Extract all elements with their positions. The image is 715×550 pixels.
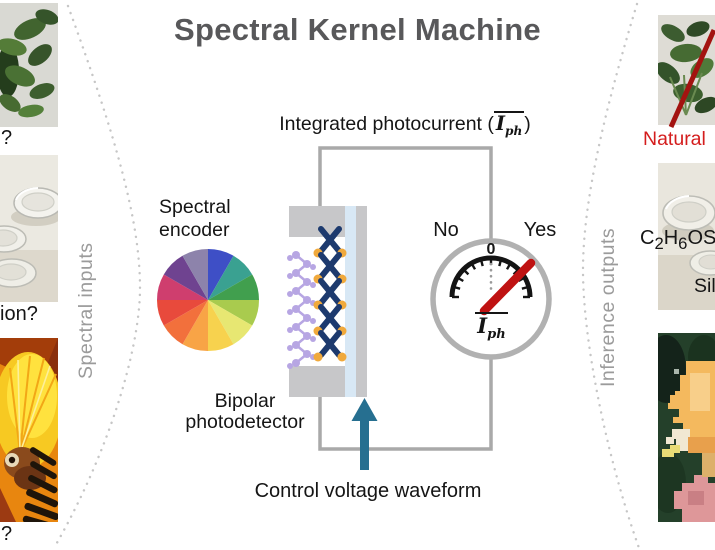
detector-label-line2: photodetector	[185, 410, 305, 433]
input-image-yellow-bird	[0, 338, 58, 522]
silicone-output-label: Sil	[694, 275, 715, 297]
input-image-glass-dishes	[0, 155, 58, 302]
output-image-plant	[658, 15, 715, 125]
spectral-encoder-label: Spectral encoder	[159, 196, 231, 241]
input-image-houseplant	[0, 3, 58, 127]
wheel-segment	[208, 300, 234, 352]
wheel-segment	[156, 274, 208, 300]
iph-subscript: ph	[487, 327, 506, 343]
wheel-segment	[208, 255, 253, 300]
right-divider-dotted-curve	[581, 2, 641, 550]
control-voltage-waveform-label: Control voltage waveform	[254, 480, 482, 502]
bird-wing-pixels	[662, 445, 680, 457]
wheel-segment	[208, 248, 234, 300]
iph-subscript: ph	[505, 123, 523, 138]
inference-outputs-side-label: Inference outputs	[597, 227, 619, 387]
output-image-segmented-bird	[658, 333, 715, 522]
crossed-out-strike-line	[668, 28, 715, 129]
output-image-glass-dish	[658, 163, 715, 310]
iph-symbol-overbar: Iph	[475, 312, 508, 341]
meter-no-label: No	[433, 219, 459, 241]
spectral-inputs-side-label: Spectral inputs	[75, 242, 97, 380]
circuit-wire-top	[318, 146, 493, 243]
left-divider-dotted-curve	[52, 4, 142, 550]
circuit-wire-bottom	[318, 356, 493, 451]
meter-yes-label: Yes	[523, 219, 557, 241]
meter-ticks	[452, 258, 530, 299]
glass-layer	[345, 206, 356, 397]
acceptor-molecule-chain	[313, 226, 347, 362]
meter-needle	[479, 258, 536, 316]
chemical-formula-label: C2H6OS	[640, 227, 715, 253]
figure-title: Spectral Kernel Machine	[174, 12, 541, 47]
wheel-segment	[156, 300, 208, 326]
input-caption-2: ion?	[0, 303, 38, 325]
control-voltage-arrow	[351, 398, 378, 470]
wheel-segment	[208, 274, 260, 300]
input-caption-3: ?	[1, 523, 13, 545]
iph-symbol-overbar: Iph	[493, 111, 525, 138]
wheel-segment	[163, 255, 208, 300]
photocurrent-meter	[430, 238, 552, 360]
natural-output-label: Natural	[643, 128, 706, 150]
donor-polymer-chain	[287, 251, 316, 369]
meter-iph-symbol: Iph	[459, 312, 524, 341]
iph-symbol: I	[477, 313, 488, 338]
bipolar-photodetector-label: Bipolar photodetector	[150, 391, 340, 432]
spectral-encoder-wheel	[156, 248, 260, 352]
wheel-segment	[182, 248, 208, 300]
substrate-layer	[356, 206, 367, 397]
photocurrent-text: Integrated photocurrent (	[279, 113, 494, 135]
meter-zero-label: 0	[486, 241, 496, 258]
feather-stripes	[22, 447, 58, 522]
wheel-segment	[182, 300, 208, 352]
encoder-label-line1: Spectral	[159, 196, 231, 218]
wheel-segment	[208, 300, 260, 326]
encoder-label-line2: encoder	[159, 218, 230, 241]
bottom-electrode	[289, 366, 345, 397]
iph-symbol: I	[495, 112, 506, 135]
wheel-segment	[163, 300, 208, 345]
photocurrent-close-paren: )	[524, 113, 531, 135]
integrated-photocurrent-label: Integrated photocurrent (Iph)	[235, 111, 575, 138]
input-caption-1: ?	[1, 127, 13, 149]
bipolar-photodetector-device	[287, 206, 367, 397]
wheel-segment	[208, 300, 253, 345]
detector-label-line1: Bipolar	[214, 390, 276, 412]
